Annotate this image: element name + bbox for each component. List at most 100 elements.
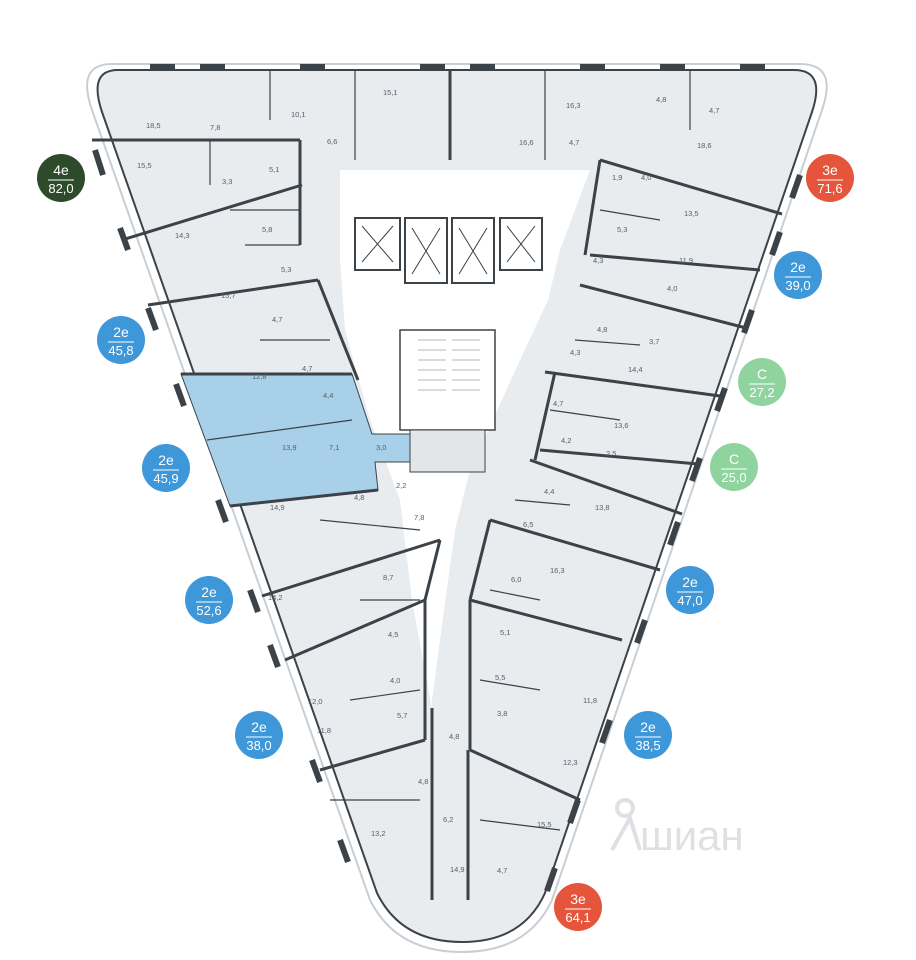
room-area: 5,5 [495, 673, 505, 682]
room-area: 5,3 [617, 225, 627, 234]
apartment-badges[interactable]: 4е 82,0 3е 71,6 2е 39,0 2е 45,8 С 27,2 [37, 154, 854, 931]
room-area: 4,7 [553, 399, 563, 408]
room-area: 4,0 [390, 676, 400, 685]
badge-area: 71,6 [817, 181, 842, 196]
room-area: 4,0 [641, 173, 651, 182]
room-area: 4,5 [388, 630, 398, 639]
elevator-shafts [354, 217, 543, 284]
apartment-badge[interactable]: 2е 38,5 [624, 711, 672, 759]
room-area: 4,3 [593, 256, 603, 265]
room-area: 7,8 [210, 123, 220, 132]
apartment-badge[interactable]: С 25,0 [710, 443, 758, 491]
room-area: 4,7 [709, 106, 719, 115]
facade-windows [92, 64, 803, 892]
badge-area: 64,1 [565, 910, 590, 925]
apartment-badge[interactable]: 3е 71,6 [806, 154, 854, 202]
room-area: 14,3 [175, 231, 190, 240]
badge-area: 27,2 [749, 385, 774, 400]
room-area: 4,7 [272, 315, 282, 324]
room-area: 14,4 [628, 365, 643, 374]
room-area: 16,3 [566, 101, 581, 110]
apartment-badge[interactable]: 2е 45,9 [142, 444, 190, 492]
room-area: 8,7 [383, 573, 393, 582]
room-area: 12,3 [563, 758, 578, 767]
room-area: 4,4 [544, 487, 554, 496]
room-area: 3,7 [649, 337, 659, 346]
room-area: 4,7 [302, 364, 312, 373]
unit-walls [92, 70, 783, 900]
room-area: 12,0 [308, 697, 323, 706]
room-area: 14,9 [450, 865, 465, 874]
room-area: 5,1 [500, 628, 510, 637]
room-area: 2,2 [396, 481, 406, 490]
building-outline [86, 63, 828, 954]
room-area: 4,0 [667, 284, 677, 293]
room-area: 4,7 [569, 138, 579, 147]
room-area: 4,2 [561, 436, 571, 445]
badge-type: 2е [113, 324, 129, 340]
room-area: 15,5 [537, 820, 552, 829]
room-area: 4,8 [449, 732, 459, 741]
room-area: 3,0 [376, 443, 386, 452]
room-area: 16,3 [550, 566, 565, 575]
room-area: 4,3 [570, 348, 580, 357]
stair-core [399, 329, 496, 431]
room-area: 11,8 [583, 696, 597, 705]
badge-type: 2е [251, 719, 267, 735]
room-area: 7,8 [414, 513, 424, 522]
room-area: 11,9 [679, 256, 693, 265]
room-area: 4,8 [597, 325, 607, 334]
apartment-badge[interactable]: 2е 52,6 [185, 576, 233, 624]
badge-type: 3е [822, 162, 838, 178]
room-area: 6,6 [327, 137, 337, 146]
badge-area: 38,0 [246, 738, 271, 753]
badge-area: 38,5 [635, 738, 660, 753]
stairs [418, 339, 480, 391]
room-area: 5,1 [269, 165, 279, 174]
room-area: 4,8 [354, 493, 364, 502]
room-area: 1,9 [612, 173, 622, 182]
room-area: 14,9 [270, 503, 285, 512]
room-area: 3,8 [497, 709, 507, 718]
room-area: 6,0 [511, 575, 521, 584]
badge-type: 4е [53, 162, 69, 178]
badge-area: 39,0 [785, 278, 810, 293]
room-area: 3,3 [222, 177, 232, 186]
room-area: 13,9 [282, 443, 297, 452]
badge-type: С [757, 366, 767, 382]
watermark-logo-icon [610, 798, 642, 851]
room-area: 13,5 [684, 209, 699, 218]
badge-type: 2е [158, 452, 174, 468]
room-area: 11,8 [317, 726, 331, 735]
room-area: 15,7 [221, 291, 236, 300]
room-area: 16,6 [519, 138, 534, 147]
room-area: 6,5 [523, 520, 533, 529]
room-area: 4,7 [497, 866, 507, 875]
badge-type: 2е [682, 574, 698, 590]
apartment-badge[interactable]: 2е 47,0 [666, 566, 714, 614]
badge-area: 45,8 [108, 343, 133, 358]
room-area: 18,5 [146, 121, 161, 130]
room-area: 18,6 [697, 141, 712, 150]
badge-type: 2е [640, 719, 656, 735]
badge-area: 45,9 [153, 471, 178, 486]
badge-area: 82,0 [48, 181, 73, 196]
apartment-badge[interactable]: 2е 45,8 [97, 316, 145, 364]
apartment-badge[interactable]: С 27,2 [738, 358, 786, 406]
room-area: 13,8 [595, 503, 610, 512]
room-area: 15,1 [383, 88, 398, 97]
apartment-badge[interactable]: 3е 64,1 [554, 883, 602, 931]
room-area: 4,8 [418, 777, 428, 786]
apartment-badge[interactable]: 2е 38,0 [235, 711, 283, 759]
apartment-badge[interactable]: 4е 82,0 [37, 154, 85, 202]
interior-walls [206, 70, 691, 831]
badge-area: 52,6 [196, 603, 221, 618]
room-area: 6,2 [443, 815, 453, 824]
room-area: 15,5 [137, 161, 152, 170]
room-area: 4,8 [656, 95, 666, 104]
room-area: 4,4 [323, 391, 333, 400]
room-area: 5,3 [281, 265, 291, 274]
apartment-badge[interactable]: 2е 39,0 [774, 251, 822, 299]
badge-type: 2е [790, 259, 806, 275]
badge-type: 2е [201, 584, 217, 600]
